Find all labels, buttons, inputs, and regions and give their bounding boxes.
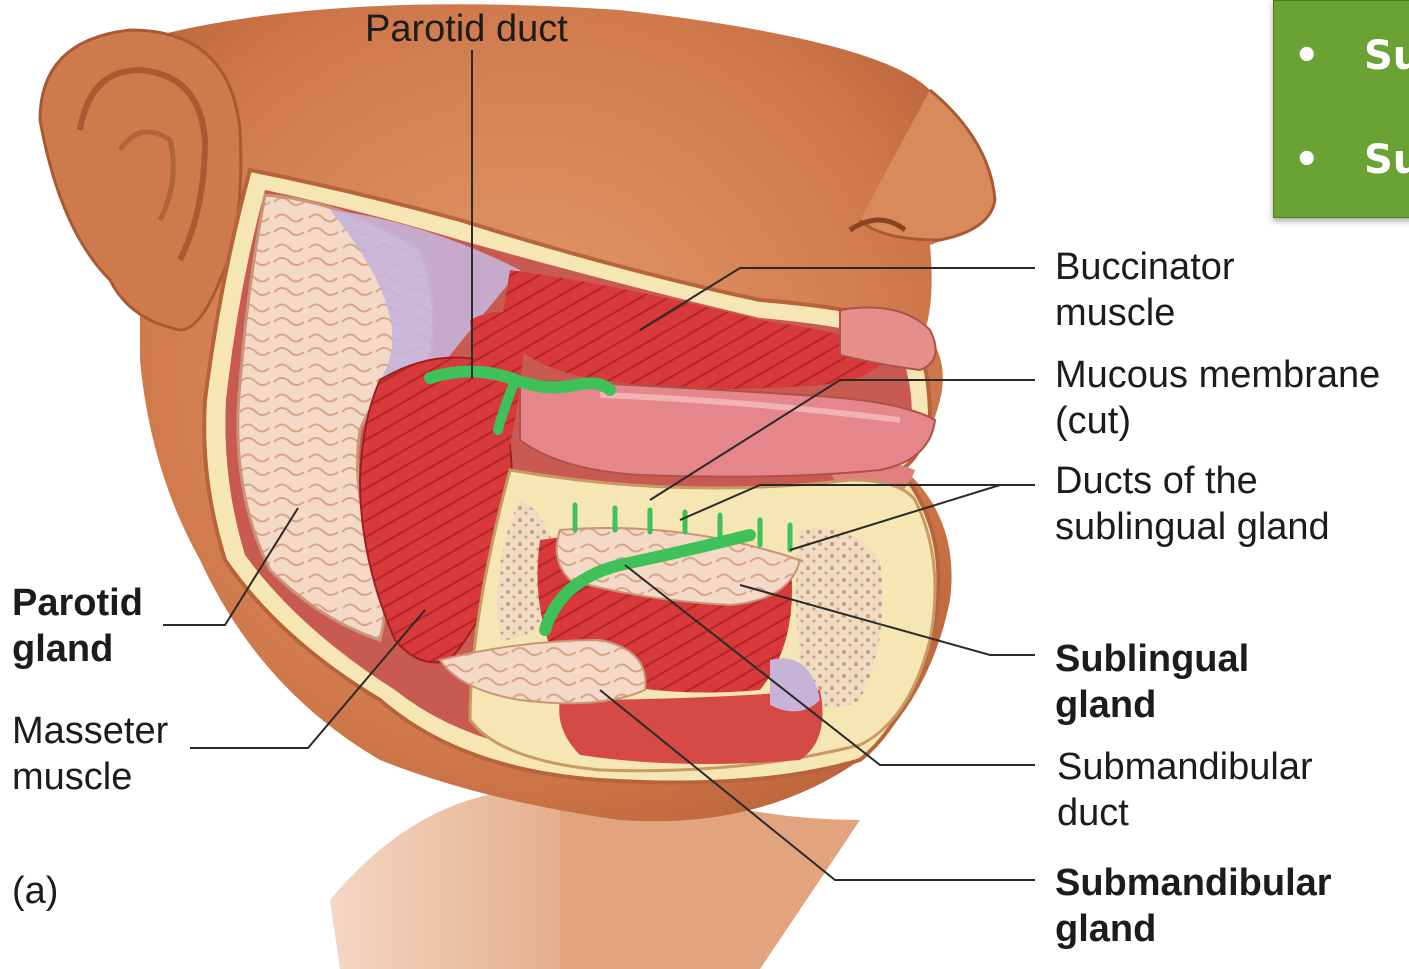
- bullet-icon: •: [1294, 137, 1364, 183]
- label-buccinator-muscle: Buccinator muscle: [1055, 244, 1235, 336]
- ear: [40, 30, 241, 330]
- bullet-icon: •: [1294, 33, 1364, 79]
- label-mucous-membrane: Mucous membrane (cut): [1055, 352, 1380, 444]
- label-submandibular-gland: Submandibular gland: [1055, 860, 1332, 952]
- label-ducts-sublingual: Ducts of the sublingual gland: [1055, 458, 1330, 550]
- label-parotid-duct: Parotid duct: [365, 6, 568, 52]
- label-sublingual-gland: Sublingual gland: [1055, 636, 1249, 728]
- label-parotid-gland: Parotid gland: [12, 580, 143, 672]
- bullet-item-1: •Su: [1294, 33, 1409, 79]
- label-submandibular-duct: Submandibular duct: [1057, 744, 1313, 836]
- green-bullet-box: •Su •Su: [1273, 0, 1409, 218]
- panel-label: (a): [12, 868, 58, 914]
- bullet-item-2: •Su: [1294, 137, 1409, 183]
- label-masseter-muscle: Masseter muscle: [12, 708, 168, 800]
